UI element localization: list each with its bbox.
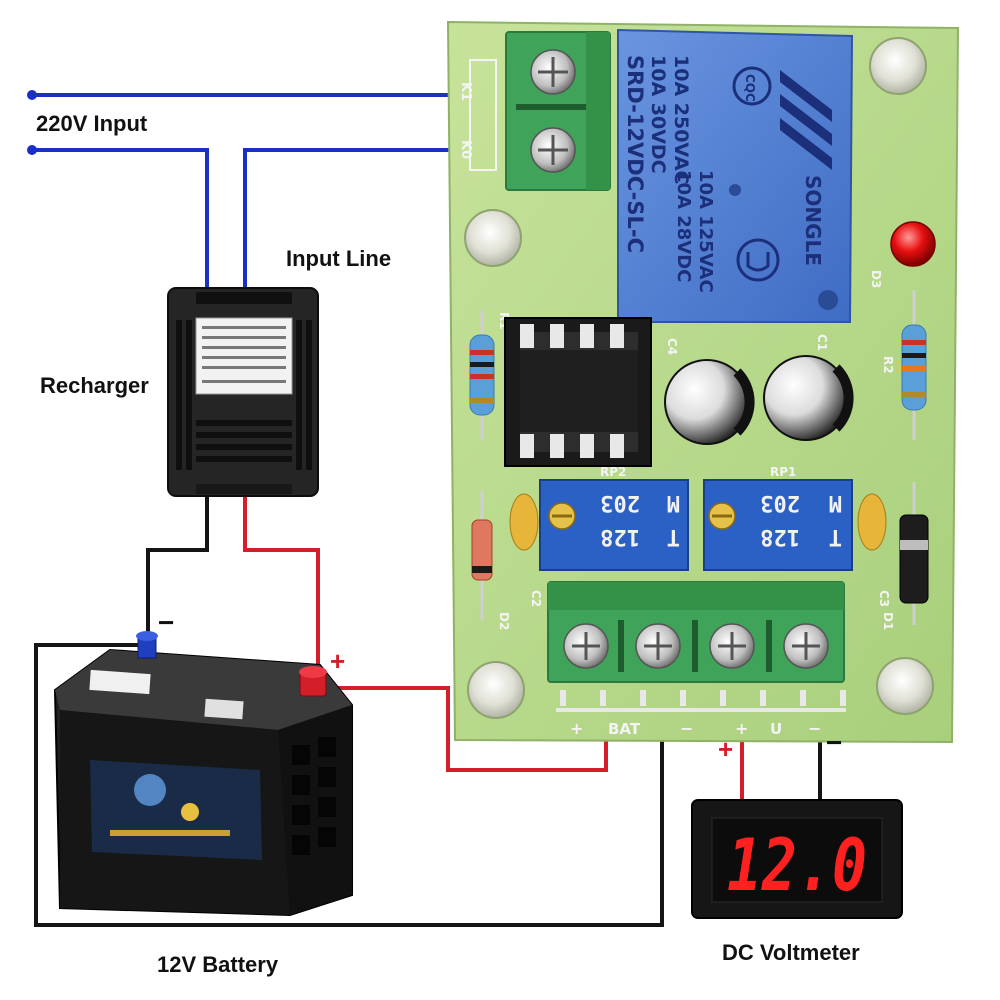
relay-model-line: SRD-12VDC-SL-C <box>623 55 647 253</box>
terminal-bat-plus-label: + <box>570 719 583 738</box>
d1-silk-label: D1 <box>881 612 895 630</box>
label-220v-input: 220V Input <box>36 111 148 136</box>
r2-silk-label: R2 <box>881 356 895 374</box>
ic-chip <box>504 317 652 467</box>
label-12v-battery: 12V Battery <box>157 952 279 977</box>
rp1-letter-m: M <box>829 490 842 515</box>
c1-silk-label: C1 <box>815 334 829 351</box>
c3-ceramic-capacitor: C3 <box>857 493 891 607</box>
input-line-wire <box>243 148 450 290</box>
charger-negative-wire <box>146 495 209 640</box>
blue-wires <box>32 93 450 290</box>
c2-ceramic-capacitor: C2 <box>509 493 543 607</box>
songle-logo-icon <box>780 70 832 170</box>
label-dc-voltmeter: DC Voltmeter <box>722 940 860 965</box>
c4-silk-label: C4 <box>665 338 679 355</box>
label-recharger: Recharger <box>40 373 149 398</box>
ul-mark-icon <box>736 238 780 282</box>
charger-positive-wire <box>243 495 320 675</box>
relay-output-terminal-block <box>505 31 611 191</box>
c1-capacitor: C1 <box>763 334 854 441</box>
rp1-letter-t: T <box>829 524 842 549</box>
black-wires <box>34 495 822 927</box>
d3-led: D3 <box>869 221 936 288</box>
relay-brand-text: SONGLE <box>801 175 825 266</box>
rp1-silk-label: RP1 <box>770 465 796 479</box>
c2-silk-label: C2 <box>529 590 543 607</box>
relay-rating-line5: 10A 28VDC <box>673 170 694 282</box>
relay-rating-line1: 10A 250VAC <box>670 55 692 184</box>
terminal-u-label: U <box>770 720 782 738</box>
r2-resistor: R2 <box>881 290 927 440</box>
rp2-potentiometer: 203 128 M T <box>539 479 689 571</box>
recharger-adapter <box>167 287 319 497</box>
red-wires <box>243 495 744 800</box>
rp1-potentiometer: 203 128 M T <box>703 479 853 571</box>
mounting-holes <box>464 37 934 719</box>
rp2-silk-label: RP2 <box>600 465 626 479</box>
terminal-bat-minus-label: − <box>680 719 693 738</box>
terminal-bat-label: BAT <box>608 720 641 738</box>
c3-silk-label: C3 <box>877 590 891 607</box>
cqc-logo-icon <box>732 66 772 106</box>
lead-acid-battery <box>53 631 353 917</box>
mains-terminal-dot-top <box>27 90 37 100</box>
battery-negative-loop <box>34 643 664 927</box>
battery-negative-terminal <box>136 631 158 659</box>
battery-minus-sign: − <box>158 607 174 638</box>
d2-silk-label: D2 <box>497 612 511 630</box>
charger-module-board: K1 K0 CQC 10A 250VAC 10A 30VDC SRD-12VDC… <box>446 20 960 744</box>
rp2-letter-m: M <box>667 490 680 515</box>
voltmeter-plus-sign: + <box>718 734 733 764</box>
terminal-u-minus-label: − <box>808 719 821 738</box>
songle-relay: CQC 10A 250VAC 10A 30VDC SRD-12VDC-SL-C … <box>617 28 854 323</box>
rp2-letter-t: T <box>667 524 680 549</box>
rp1-code2: 128 <box>760 524 800 549</box>
label-input-line: Input Line <box>286 246 391 271</box>
voltmeter-reading: 12.0 <box>727 823 867 907</box>
rp2-code1: 203 <box>600 490 640 515</box>
relay-rating-line4: 10A 125VAC <box>695 170 716 293</box>
battery-voltmeter-terminal-block <box>547 581 846 712</box>
d2-diode: D2 <box>471 490 511 630</box>
voltmeter-minus-sign: − <box>826 727 842 758</box>
mains-wire-bottom <box>32 148 209 290</box>
battery-front-graphic <box>90 760 262 860</box>
battery-plus-sign: + <box>330 646 345 676</box>
d3-silk-label: D3 <box>869 270 883 288</box>
dc-voltmeter: 12.0 <box>691 799 903 919</box>
c4-capacitor: C4 <box>664 338 755 445</box>
relay-rating-line2: 10A 30VDC <box>647 55 669 174</box>
mains-terminal-dot-bottom <box>27 145 37 155</box>
rp1-code1: 203 <box>760 490 800 515</box>
rp2-code2: 128 <box>600 524 640 549</box>
battery-positive-terminal <box>299 666 327 697</box>
relay-cqc-text: CQC <box>743 74 757 102</box>
terminal-u-plus-label: + <box>735 719 748 738</box>
battery-positive-wire <box>330 686 608 772</box>
d1-diode: D1 <box>881 482 929 630</box>
